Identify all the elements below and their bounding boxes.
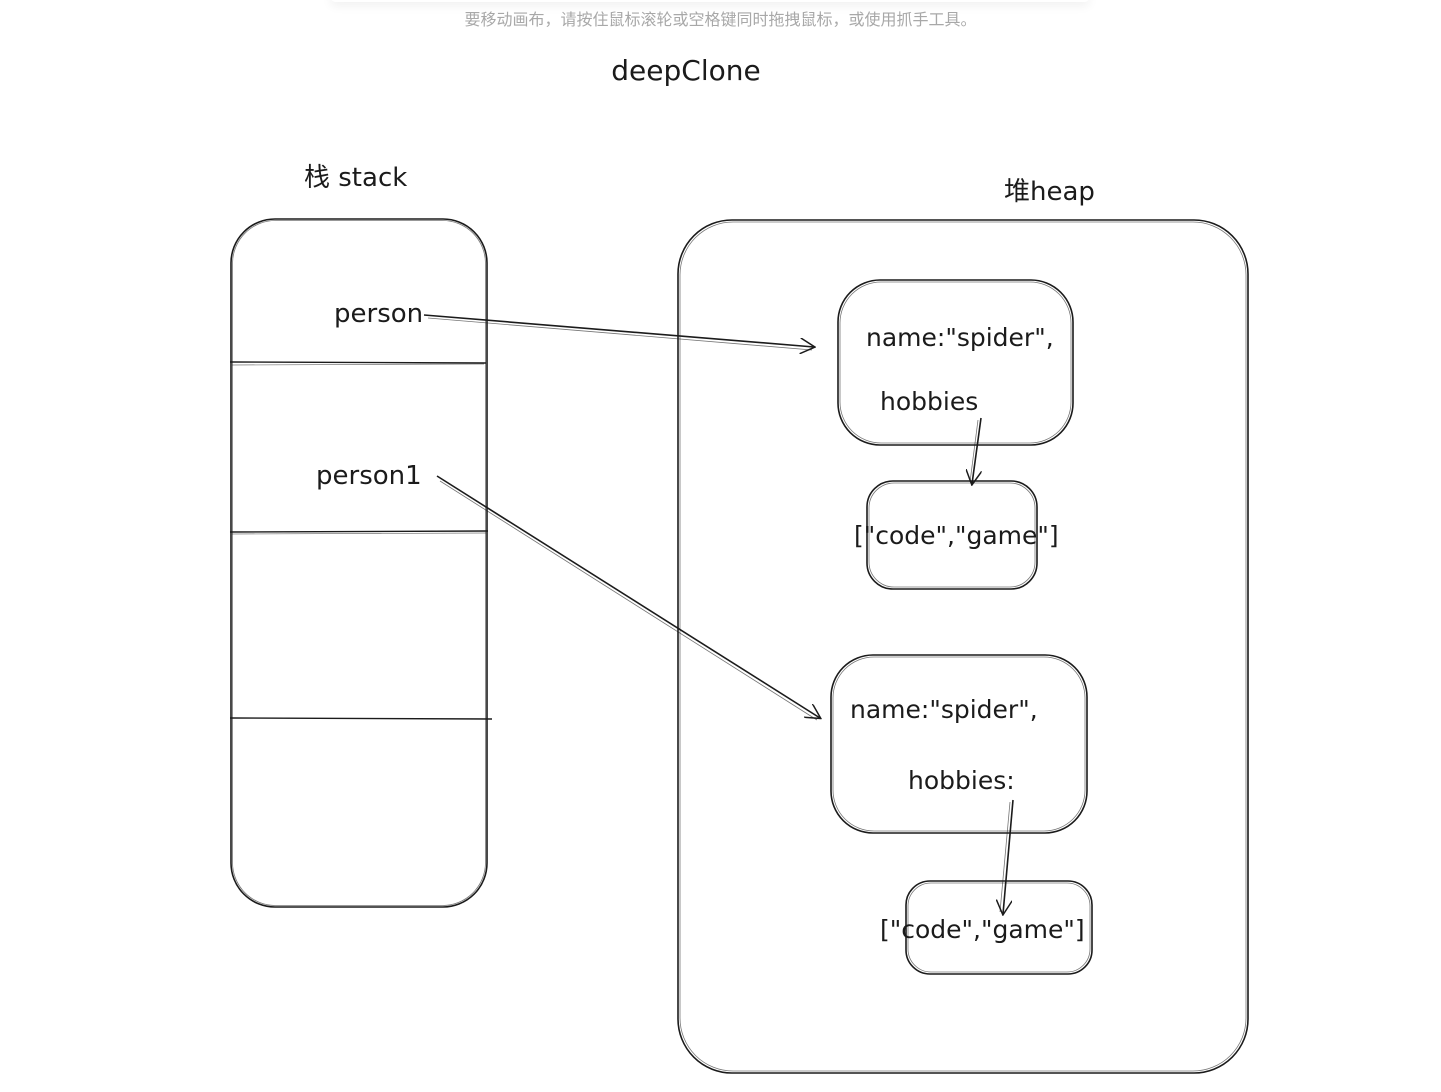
stack-box[interactable]: [230, 218, 488, 908]
heap-label: 堆heap: [1004, 177, 1095, 207]
heap-object-2[interactable]: [830, 654, 1088, 834]
heap-array-1[interactable]: [866, 480, 1038, 590]
heap-array-2-text: ["code","game"]: [880, 915, 1085, 944]
heap-object-1-hobbies: hobbies: [880, 387, 978, 416]
stack-label: 栈 stack: [304, 163, 407, 193]
heap-object-1-name: name:"spider",: [866, 323, 1054, 352]
arrow-hobbies-1-to-array-1[interactable]: [970, 417, 981, 484]
stack-dividers: [229, 361, 493, 720]
arrow-hobbies-2-to-array-2[interactable]: [1000, 799, 1014, 914]
arrow-person-to-object-1[interactable]: [423, 314, 814, 350]
heap-array-1-text: ["code","game"]: [854, 521, 1059, 550]
heap-object-2-name: name:"spider",: [850, 695, 1038, 724]
arrow-person1-to-object-2[interactable]: [436, 475, 820, 721]
heap-object-1[interactable]: [837, 279, 1074, 446]
stack-variable-person[interactable]: person: [334, 299, 423, 329]
heap-object-2-hobbies: hobbies:: [908, 766, 1015, 795]
diagram-title: deepClone: [611, 54, 760, 87]
canvas-hint-text: 要移动画布，请按住鼠标滚轮或空格键同时拖拽鼠标，或使用抓手工具。: [464, 10, 977, 29]
heap-box[interactable]: [677, 219, 1249, 1074]
stack-variable-person1[interactable]: person1: [316, 461, 422, 491]
heap-array-2[interactable]: [905, 880, 1093, 975]
